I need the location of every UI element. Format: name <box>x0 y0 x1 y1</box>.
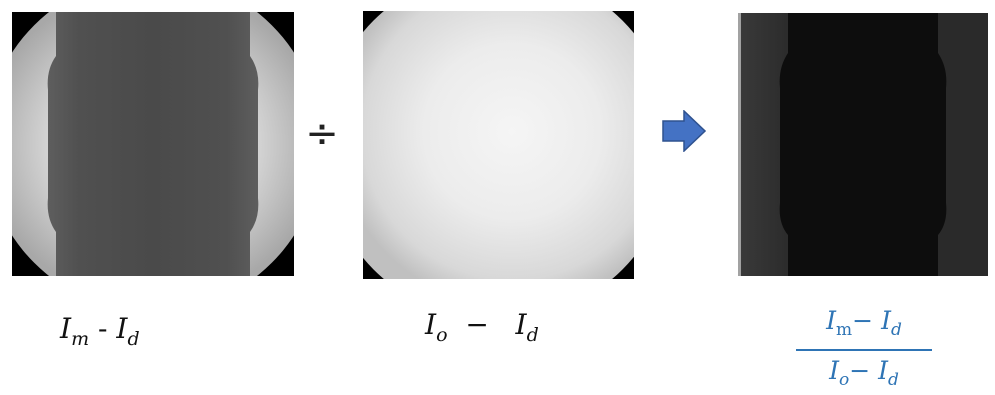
open-beam-image-panel <box>363 11 634 279</box>
normalization-formula: Im− Id Io− Id <box>796 306 932 395</box>
measured-image <box>12 12 294 276</box>
normalized-result-image-panel <box>738 13 988 276</box>
open-beam-image <box>363 11 634 279</box>
measured-minus-dark-label: Im - Id <box>60 312 140 350</box>
normalized-result-image <box>738 13 988 276</box>
fraction-bar <box>796 349 932 351</box>
divide-operator: ÷ <box>305 111 339 157</box>
formula-denominator: Io− Id <box>829 356 899 390</box>
measured-image-panel <box>12 12 294 276</box>
right-arrow-icon <box>662 109 707 153</box>
formula-numerator: Im− Id <box>826 306 902 340</box>
open-minus-dark-label: Io − Id <box>425 308 539 346</box>
